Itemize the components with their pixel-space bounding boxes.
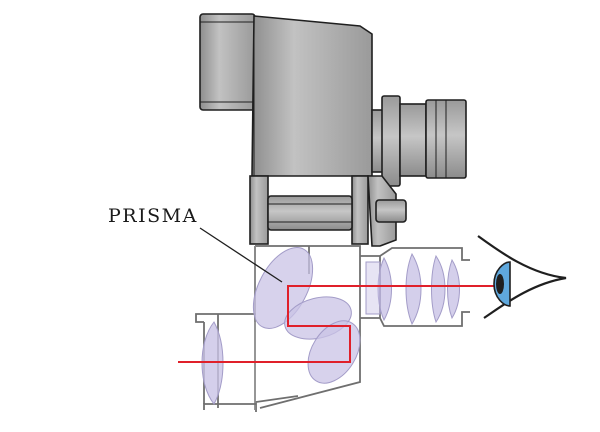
upper-housing — [199, 13, 467, 187]
prism-pointer — [199, 227, 283, 283]
brackets — [249, 175, 407, 247]
light-path — [178, 285, 510, 363]
prisms — [252, 247, 361, 384]
main-body — [251, 15, 373, 177]
lower-prism — [307, 320, 361, 384]
right-bracket — [351, 175, 369, 245]
prism-label: PRISMA — [108, 205, 198, 227]
eyepiece-lens-3 — [431, 254, 446, 324]
eye-icon — [477, 235, 567, 319]
eyepiece-lens-2 — [405, 252, 422, 326]
top-cylinder — [199, 13, 256, 111]
crossbar — [267, 195, 353, 231]
lenses — [201, 252, 460, 405]
prism-housing — [254, 245, 361, 412]
eyepiece-lens-1 — [377, 256, 392, 322]
eyepiece-lens-4 — [447, 258, 460, 320]
left-bracket — [249, 175, 269, 245]
